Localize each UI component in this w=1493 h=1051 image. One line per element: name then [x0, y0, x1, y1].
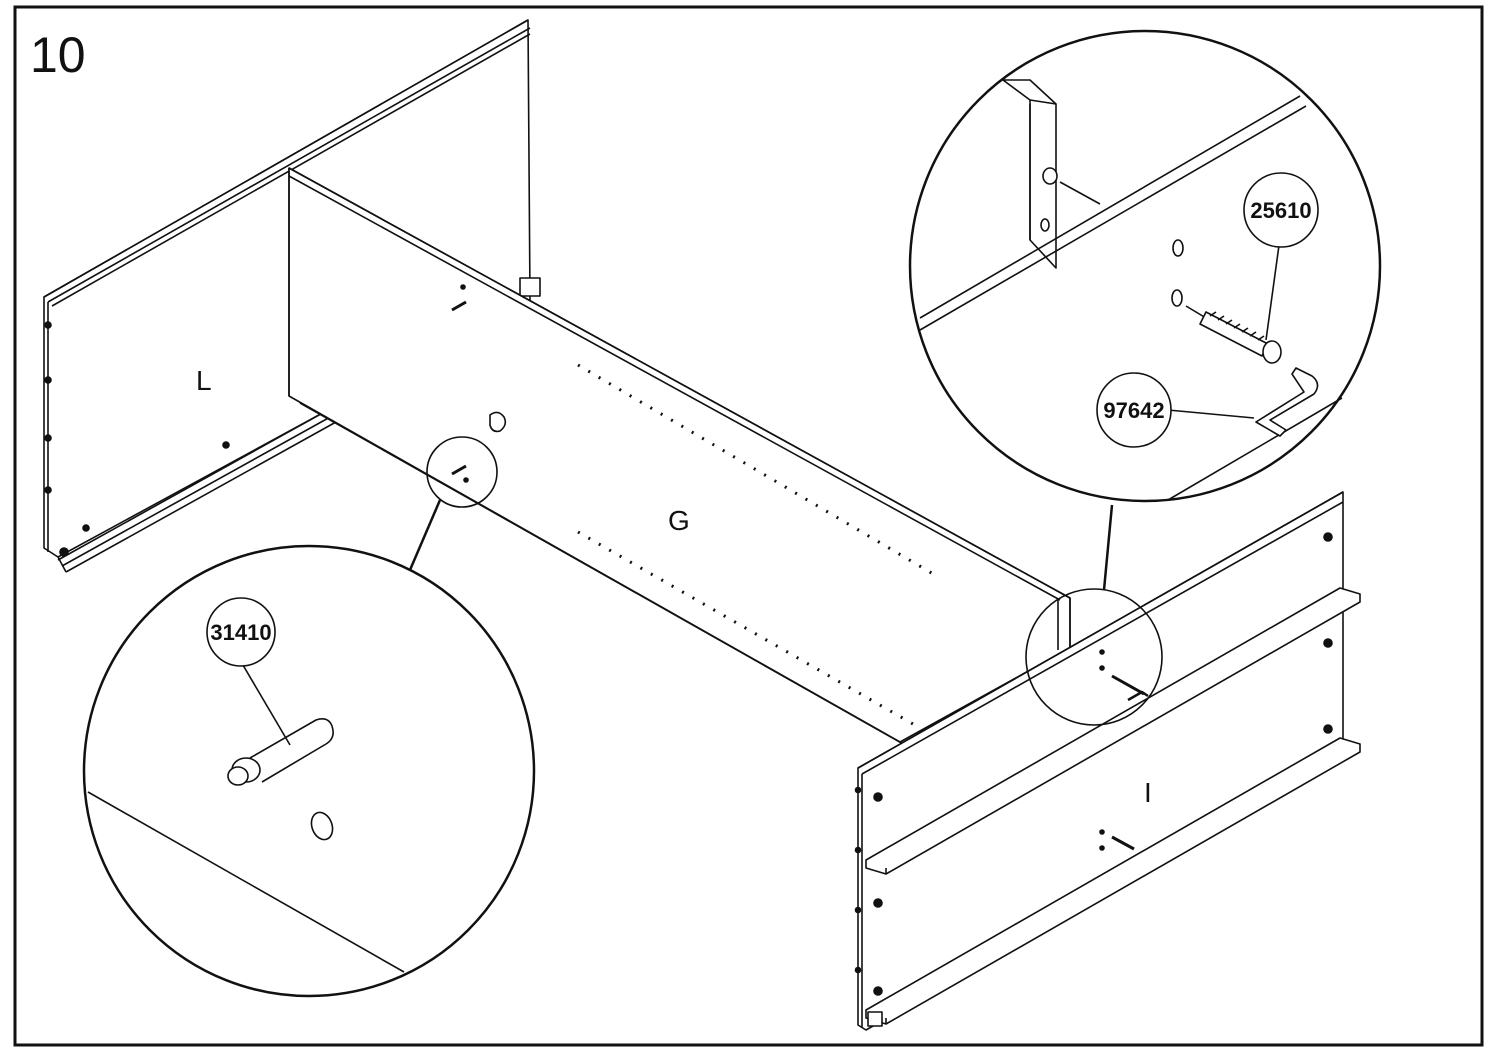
part-code-bolt: 25610: [1250, 198, 1311, 223]
step-number: 10: [30, 27, 86, 83]
bolt-icon: [1185, 305, 1282, 364]
zoom-indicator-dowel: [426, 436, 498, 508]
panel-label-g: G: [668, 505, 690, 536]
allen-key-icon: [1255, 367, 1319, 437]
panel-g: [288, 167, 1071, 746]
panel-l: [43, 19, 541, 573]
detail-circle-dowel: [82, 544, 536, 998]
dowel-icon: [227, 718, 334, 786]
panel-label-l: L: [196, 365, 212, 396]
part-code-allen-key: 97642: [1103, 398, 1164, 423]
panel-i: [854, 491, 1361, 1031]
frame-border: [13, 5, 1484, 1047]
part-code-dowel: 31410: [210, 620, 271, 645]
detail-circle-bolt: [908, 29, 1382, 503]
zoom-indicator-bolt: [1025, 588, 1163, 726]
panel-label-i: I: [1144, 777, 1152, 808]
